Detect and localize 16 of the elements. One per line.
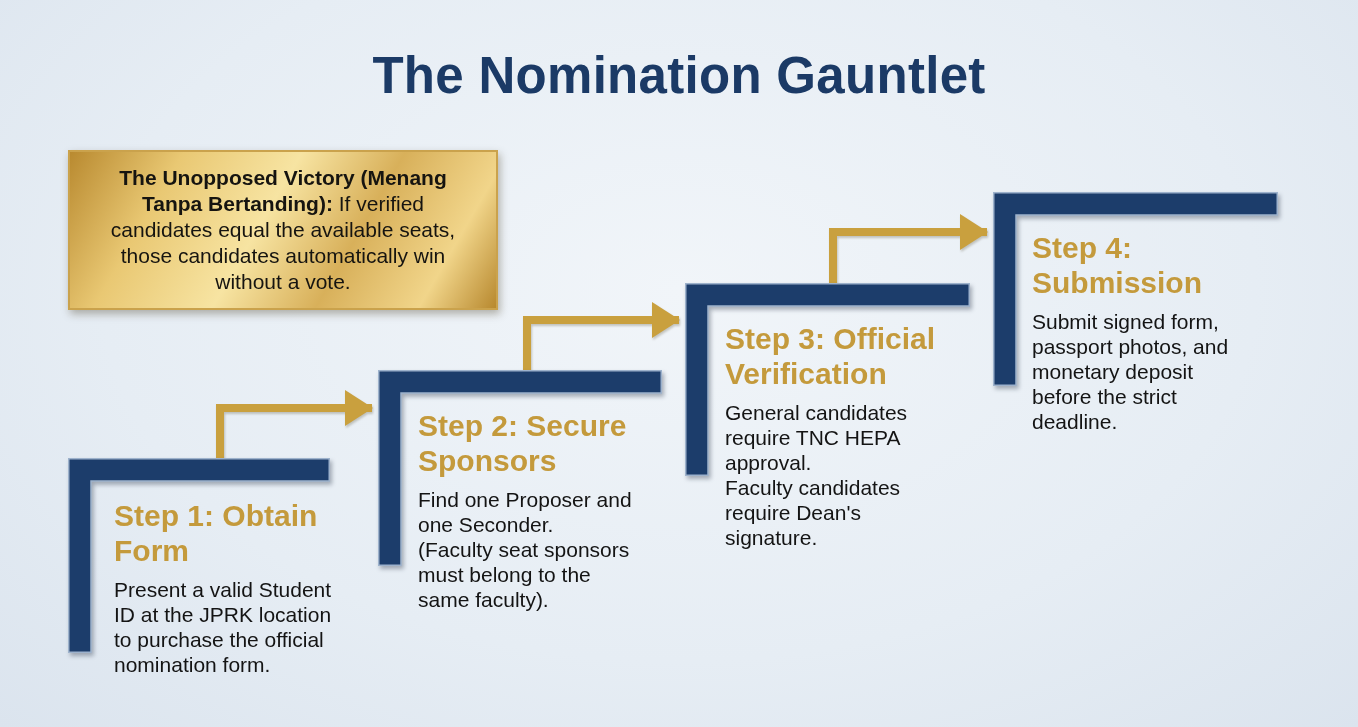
step-description: Submit signed form, passport photos, and monetary deposit before the strict deadline. (1032, 309, 1230, 434)
step-description: Faculty candidates require Dean's signature. (725, 475, 902, 550)
diagram-title: The Nomination Gauntlet (372, 46, 986, 105)
elbow-arrow (523, 302, 680, 370)
step-heading: Step 4: Submission (1032, 230, 1204, 300)
elbow-arrow (216, 390, 373, 458)
step-description: Find one Proposer and one Seconder. (418, 487, 633, 537)
step-description: General candidates require TNC HEPA approval. (725, 400, 909, 475)
step-heading: Step 2: Secure Sponsors (418, 408, 628, 478)
step-heading: Step 3: Official Verification (725, 321, 937, 391)
step-description: Present a valid Student ID at the JPRK location to purchase the official nomination form. (114, 577, 333, 677)
callout-text: The Unopposed Victory (Menang Tanpa Bertanding): If verified candidates equal the available seats, those candidates automatically win without a vote. (109, 165, 457, 295)
step-description: (Faculty seat sponsors must belong to the same faculty). (418, 537, 631, 612)
callout-plaque (68, 150, 498, 310)
step-heading: Step 1: Obtain Form (114, 498, 319, 568)
elbow-arrow (829, 214, 988, 283)
